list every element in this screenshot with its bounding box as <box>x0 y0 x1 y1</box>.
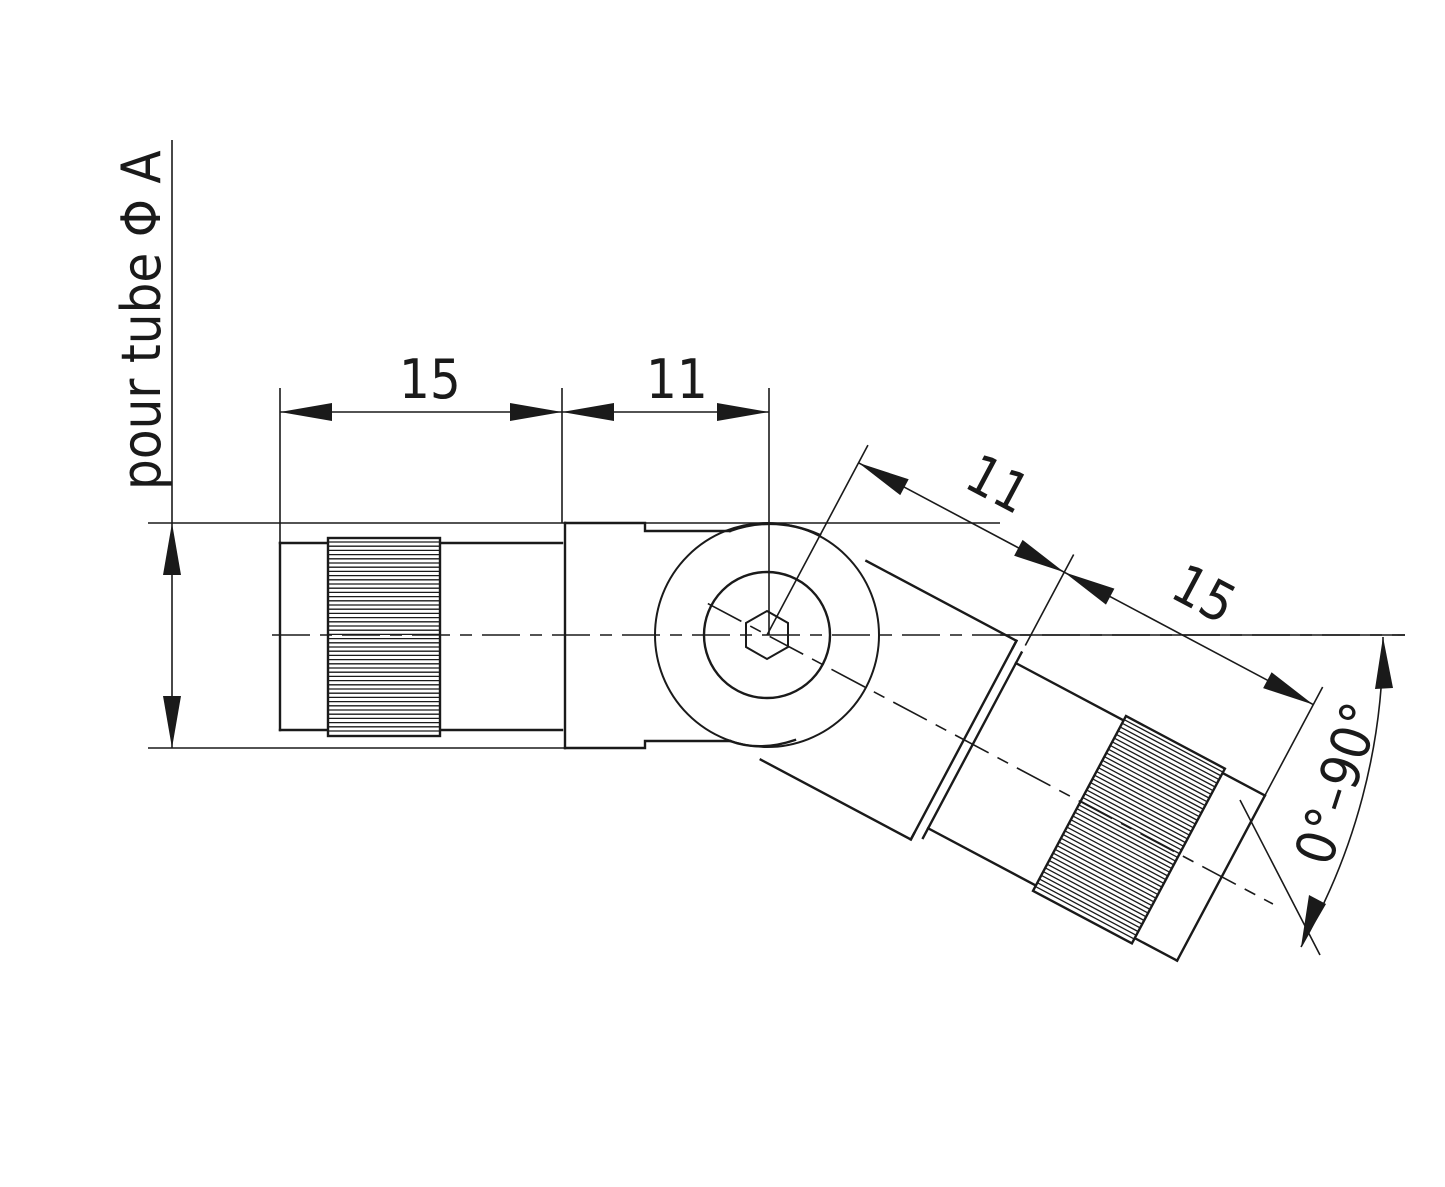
knurl-line <box>1114 737 1213 791</box>
top-dimensions <box>279 388 770 635</box>
knurl-line <box>1108 749 1207 802</box>
knurl-line <box>1067 826 1166 880</box>
knurl-line <box>1099 767 1197 821</box>
dim-right-offset: 11 <box>956 442 1040 527</box>
knurl-line <box>1095 775 1193 828</box>
knurl-line <box>1075 812 1174 865</box>
knurl-line <box>1101 763 1199 817</box>
knurl-line <box>1085 793 1183 847</box>
knurl-line <box>1079 804 1178 858</box>
knurl-line <box>1071 819 1170 873</box>
knurl-line <box>1120 726 1219 780</box>
knurl-line <box>1045 867 1144 921</box>
knurl-line <box>1112 741 1211 795</box>
knurl-line <box>1037 882 1136 936</box>
dim-left-length: 15 <box>399 348 461 411</box>
knurl-line <box>1051 856 1150 910</box>
knurl-line <box>1061 838 1160 891</box>
knurl-line <box>1073 815 1172 869</box>
dim-left-offset: 11 <box>646 348 708 411</box>
knurl-line <box>1104 756 1203 810</box>
angle-dimension <box>1000 634 1405 956</box>
knurl-line <box>1049 860 1148 914</box>
knurl-line <box>1035 886 1134 940</box>
knurl-line <box>1102 760 1201 814</box>
right-knurl-ring <box>1031 714 1227 946</box>
knurl-line <box>1118 730 1217 784</box>
knurl-line <box>1083 797 1182 851</box>
knurl-line <box>1057 845 1156 899</box>
knurl-line <box>1055 849 1154 903</box>
diameter-label: pour tube Φ A <box>110 150 173 490</box>
knurl-line <box>1041 875 1140 928</box>
knurl-line <box>1059 841 1158 895</box>
knurl-line <box>1124 719 1223 773</box>
angled-arm <box>707 444 1324 963</box>
left-knurl-ring <box>326 536 442 738</box>
knurl-line <box>1077 808 1176 862</box>
knurl-line <box>1093 778 1191 832</box>
knurl-line <box>1087 789 1185 843</box>
angle-label: 0°–90° <box>1282 695 1393 872</box>
knurl-line <box>1039 878 1138 932</box>
diameter-dimension <box>148 140 1000 749</box>
knurl-line <box>1122 723 1221 776</box>
knurl-line <box>1091 782 1189 836</box>
knurl-line <box>1069 823 1168 877</box>
knurl-line <box>1063 834 1162 888</box>
knurl-line <box>1043 871 1142 925</box>
knurl-line <box>1053 852 1152 906</box>
knurl-line <box>1089 786 1187 839</box>
knurl-line <box>1110 745 1209 799</box>
knurl-line <box>1047 864 1146 917</box>
knurl-line <box>1116 734 1215 788</box>
knurl-line <box>1065 830 1164 884</box>
knurl-line <box>1106 752 1205 806</box>
dim-right-length: 15 <box>1162 552 1246 637</box>
knurl-line <box>1097 771 1195 825</box>
